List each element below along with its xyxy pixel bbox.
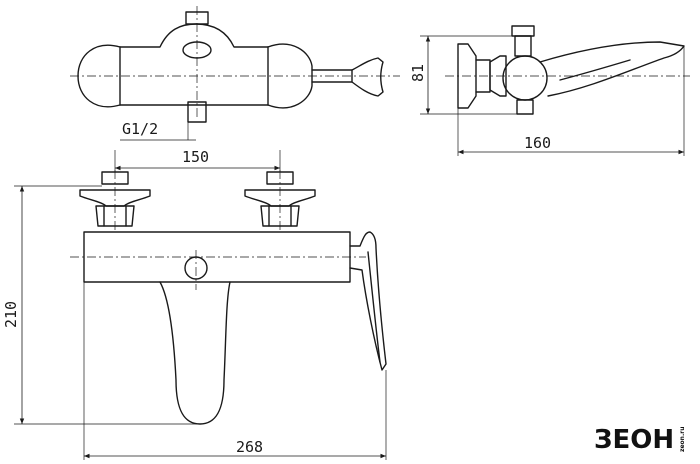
front-view: 150 210 268 [2,148,387,460]
thread-label: G1/2 [122,120,158,138]
dim-268-label: 268 [236,438,263,456]
top-view: G1/2 [70,6,400,141]
brand-logo-subtext: zeon.ru [679,427,686,452]
brand-logo-text: ЗЕОН [594,425,674,455]
side-view: 81 160 [409,25,690,156]
dim-81-label: 81 [409,64,427,82]
brand-logo: ЗЕОН zeon.ru [594,425,686,455]
dim-150-label: 150 [182,148,209,166]
dim-210-label: 210 [2,301,20,328]
dim-160-label: 160 [524,134,551,152]
